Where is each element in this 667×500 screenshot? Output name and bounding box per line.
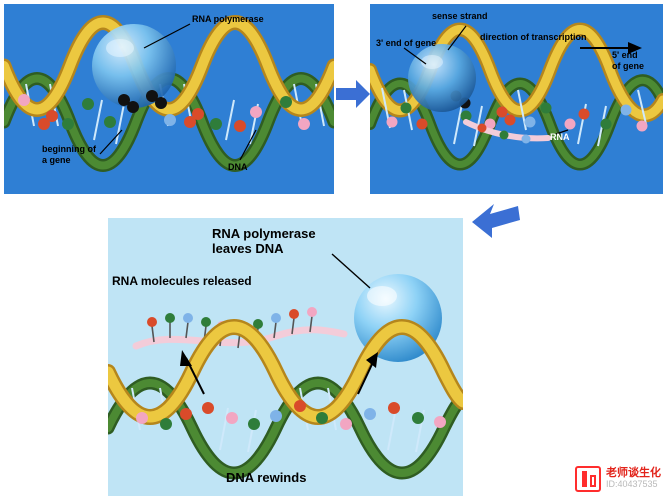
watermark-title: 老师谈生化 [606,467,661,479]
label-dna: DNA [228,162,248,172]
arrow-panel1-to-panel2 [336,80,370,108]
panel1-dna-helix [4,4,334,194]
label-beginning-of-a-gene: beginning of a gene [42,144,96,165]
label-dna-rewinds: DNA rewinds [226,470,307,485]
label-rna-polymerase: RNA polymerase [192,14,264,24]
label-rna: RNA [550,132,570,142]
panel-elongation: sense strand 3' end of gene direction of… [370,4,663,194]
label-3-prime-end-of-gene: 3' end of gene [376,38,437,48]
watermark: 老师谈生化 ID:40437535 [575,466,661,492]
panel2-dna-helix [370,4,663,194]
panel-initiation: RNA polymerase beginning of a gene DNA [4,4,334,194]
label-5-prime-end-of-gene: 5' end of gene [612,50,645,71]
label-rna-molecules-released: RNA molecules released [112,274,252,288]
label-direction-of-transcription: direction of transcription [480,32,587,42]
watermark-id: ID:40437535 [606,479,658,489]
panel-termination: RNA polymerase leaves DNA RNA molecules … [108,218,463,496]
label-rna-polymerase-leaves-dna: RNA polymerase leaves DNA [212,226,316,256]
panel3-dna-helix [108,218,463,496]
arrow-panel2-to-panel3 [472,204,520,238]
wechat-badge-icon [575,466,601,492]
label-sense-strand: sense strand [432,11,488,21]
